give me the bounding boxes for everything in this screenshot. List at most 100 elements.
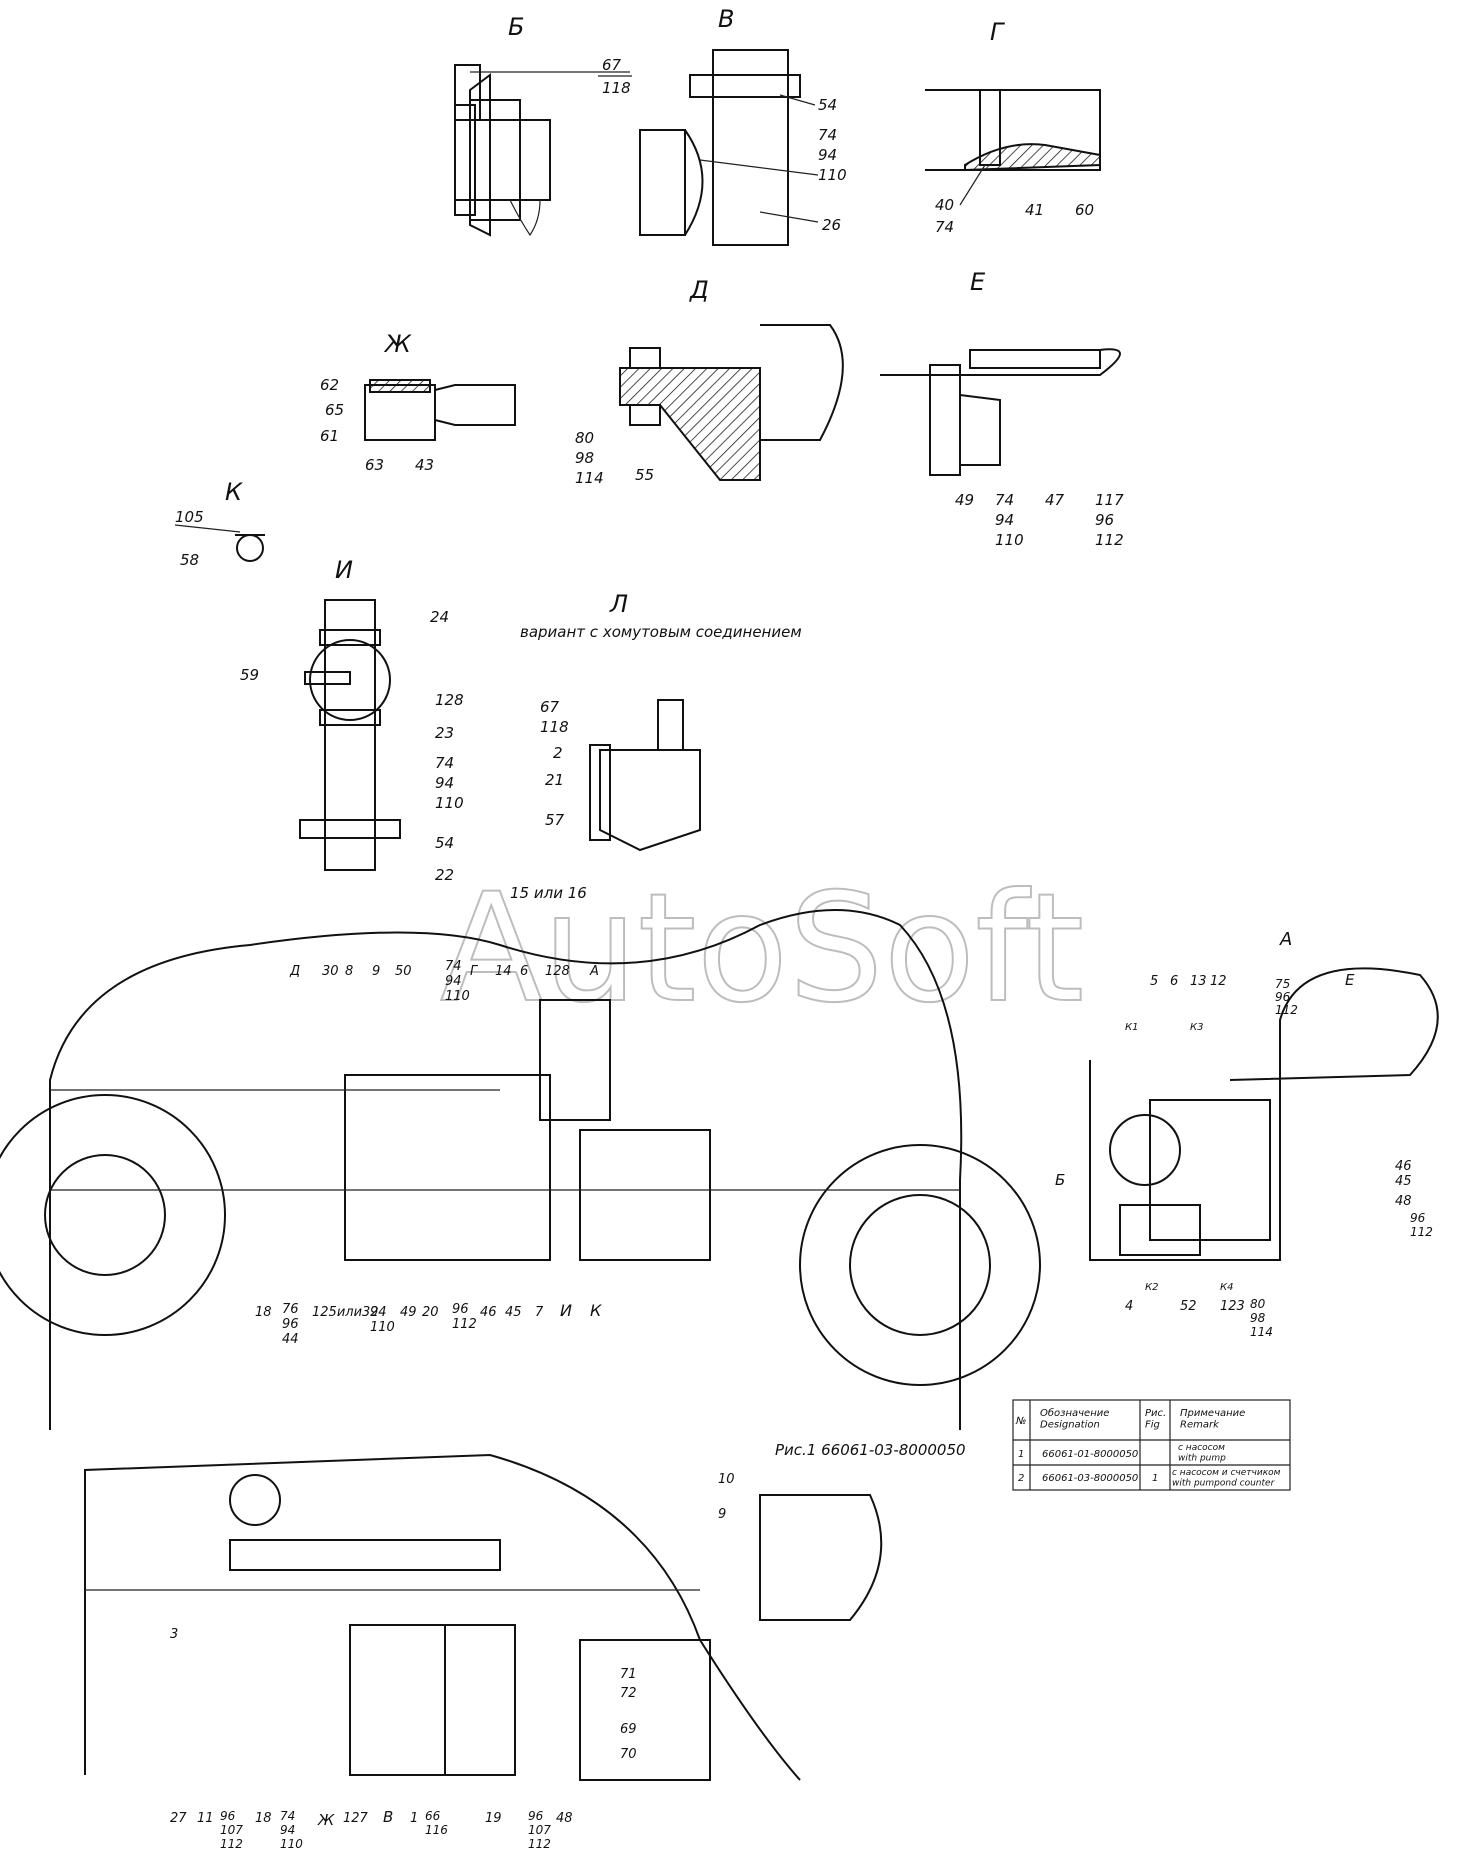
callout-lower-116: 116 (425, 1823, 448, 1837)
callout-b-118: 118 (602, 79, 631, 97)
callout-lower-96: 96 (220, 1809, 236, 1823)
callout-v-110: 110 (818, 166, 847, 184)
table-row2-fig: 1 (1152, 1473, 1158, 1484)
callout-k-58: 58 (180, 551, 199, 569)
callout-main-7: 7 (535, 1305, 544, 1320)
callout-main-18: 18 (255, 1305, 272, 1320)
callout-l-67: 67 (540, 698, 560, 716)
callout-a-98: 98 (1250, 1311, 1266, 1325)
view-i-label: И (335, 556, 353, 584)
callout-main-125: 125или32 (312, 1305, 379, 1320)
callout-main-9: 9 (372, 964, 380, 979)
callout-a-96b: 96 (1410, 1211, 1426, 1225)
callout-g-74: 74 (935, 218, 954, 236)
callout-lower-110: 110 (280, 1837, 303, 1851)
view-g-label: Г (990, 18, 1005, 46)
table-row1-designation: 66061-01-8000050 (1042, 1449, 1138, 1460)
callout-lower-127: 127 (343, 1811, 369, 1826)
callout-lower-10: 10 (718, 1472, 735, 1487)
callout-zh-43: 43 (415, 456, 434, 474)
view-e-detail: Е 49 74 94 110 47 117 96 112 (880, 268, 1124, 549)
view-a-detail: А 5 6 13 12 75 96 112 Е К1 К3 Б 46 45 48… (1055, 929, 1439, 1339)
callout-v-54: 54 (818, 96, 837, 114)
callout-main-112b: 112 (452, 1317, 477, 1332)
callout-a-k1: К1 (1125, 1022, 1138, 1033)
callout-d-55: 55 (635, 466, 654, 484)
view-i-detail: И 24 59 128 23 74 94 110 54 22 (240, 556, 464, 884)
callout-k-105: 105 (175, 508, 204, 526)
callout-main-k: К (590, 1301, 602, 1320)
callout-a-112b: 112 (1410, 1225, 1433, 1239)
callout-lower-11: 11 (197, 1811, 214, 1826)
view-v-label: В (718, 5, 734, 33)
callout-l-57: 57 (545, 811, 565, 829)
view-d-label: Д (689, 276, 709, 304)
callout-d-80: 80 (575, 429, 594, 447)
callout-main-94: 94 (445, 974, 462, 989)
main-side-view: Д 30 8 9 50 74 94 110 Г 14 6 128 А 18 76… (0, 909, 1041, 1430)
callout-lower-19: 19 (485, 1811, 502, 1826)
callout-a-k3: К3 (1190, 1022, 1203, 1033)
callout-lower-74: 74 (280, 1809, 295, 1823)
callout-i-59: 59 (240, 666, 259, 684)
callout-g-41: 41 (1025, 201, 1044, 219)
callout-main-d: Д (289, 964, 300, 979)
view-zh-label: Ж (383, 330, 412, 358)
callout-lower-27: 27 (170, 1811, 187, 1826)
view-l-detail: Л вариант с хомутовым соединением 67 118… (510, 590, 802, 902)
callout-e-49: 49 (955, 491, 974, 509)
callout-a-13: 13 (1190, 974, 1207, 989)
view-e-label: Е (970, 268, 986, 296)
callout-lower-107b: 107 (528, 1823, 551, 1837)
callout-lower-107: 107 (220, 1823, 243, 1837)
callout-l-2: 2 (553, 744, 563, 762)
callout-lower-3: 3 (170, 1627, 178, 1642)
view-l-note: вариант с хомутовым соединением (520, 623, 802, 641)
callout-a-112: 112 (1275, 1003, 1298, 1017)
callout-e-74: 74 (995, 491, 1014, 509)
callout-lower-v: В (383, 1808, 393, 1826)
callout-a-b: Б (1055, 1171, 1065, 1189)
callout-a-52: 52 (1180, 1299, 1197, 1314)
callout-lower-94: 94 (280, 1823, 295, 1837)
callout-e-112: 112 (1095, 531, 1124, 549)
callout-main-50: 50 (395, 964, 412, 979)
callout-zh-65: 65 (325, 401, 344, 419)
callout-a-k2: К2 (1145, 1282, 1158, 1293)
callout-b-67: 67 (602, 56, 622, 74)
callout-i-94: 94 (435, 774, 454, 792)
callout-a-75: 75 (1275, 977, 1290, 991)
callout-main-128: 128 (545, 964, 570, 979)
callout-main-96b: 96 (452, 1302, 469, 1317)
table-row2-designation: 66061-03-8000050 (1042, 1473, 1138, 1484)
callout-d-98: 98 (575, 449, 594, 467)
callout-lower-72: 72 (620, 1686, 637, 1701)
callout-l-21: 21 (545, 771, 564, 789)
table-row1-num: 1 (1018, 1449, 1024, 1460)
callout-lower-9: 9 (718, 1507, 726, 1522)
callout-main-20: 20 (422, 1305, 439, 1320)
callout-i-128: 128 (435, 691, 464, 709)
view-k-label: К (225, 478, 243, 506)
callout-e-117: 117 (1095, 491, 1124, 509)
watermark: AutoSoft (440, 862, 1084, 1036)
callout-l-15-or-16: 15 или 16 (510, 884, 587, 902)
callout-main-6: 6 (520, 964, 528, 979)
lower-view: 10 9 3 71 72 69 70 27 11 96 107 112 18 7… (84, 1453, 883, 1851)
view-k-detail: К 105 58 (174, 478, 265, 569)
callout-v-94: 94 (818, 146, 837, 164)
callout-a-e: Е (1345, 971, 1355, 989)
callout-v-26: 26 (822, 216, 841, 234)
callout-a-96: 96 (1275, 990, 1291, 1004)
callout-main-45: 45 (505, 1305, 522, 1320)
callout-zh-63: 63 (365, 456, 384, 474)
callout-lower-112: 112 (220, 1837, 243, 1851)
table-header-num: № (1015, 1416, 1026, 1427)
callout-lower-48: 48 (556, 1811, 573, 1826)
callout-main-g: Г (470, 964, 479, 979)
callout-a-45: 45 (1395, 1174, 1412, 1189)
